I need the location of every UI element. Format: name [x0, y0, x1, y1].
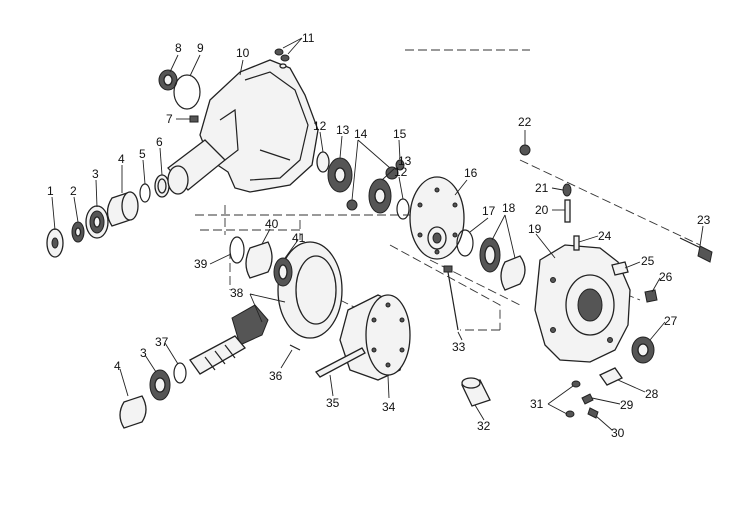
part-31-washers: [565, 380, 581, 418]
callout-25: 25: [641, 254, 655, 268]
part-3-bearing-cone-upper: [85, 205, 109, 239]
callout-35: 35: [326, 396, 340, 410]
callout-37: 37: [155, 335, 169, 349]
part-19-cover: [534, 244, 631, 363]
callout-21: 21: [535, 181, 549, 195]
callout-4: 4: [118, 152, 125, 166]
callout-41: 41: [292, 231, 306, 245]
part-27-gear: [631, 336, 655, 364]
part-22-cap: [519, 144, 531, 156]
callout-1: 1: [47, 184, 54, 198]
callout-12a: 12: [313, 119, 327, 133]
callout-36: 36: [269, 369, 283, 383]
callout-labels: 1 2 3 4 5 6 7 8 9 10 11 12 13 14 15 12 1…: [47, 31, 711, 440]
callout-14: 14: [354, 127, 368, 141]
callout-6: 6: [156, 135, 163, 149]
part-29-clip: [581, 393, 594, 405]
part-32-sleeve: [461, 377, 491, 407]
part-13-side-gear-upper: [327, 157, 353, 193]
part-8-gear: [158, 69, 178, 91]
callout-34: 34: [382, 400, 396, 414]
part-13-side-gear-lower: [368, 178, 392, 214]
callout-22: 22: [518, 115, 532, 129]
part-24-pin: [573, 235, 580, 251]
part-17-o-ring: [456, 229, 474, 257]
callout-19: 19: [528, 222, 542, 236]
part-28-lever: [599, 367, 623, 386]
callout-40: 40: [265, 217, 279, 231]
callout-12b: 12: [394, 165, 408, 179]
callout-9: 9: [197, 41, 204, 55]
part-21-spring: [562, 183, 572, 197]
callout-32: 32: [477, 419, 491, 433]
callout-10: 10: [236, 46, 250, 60]
part-20-pin: [564, 199, 571, 223]
callout-11: 11: [302, 31, 315, 45]
callout-13a: 13: [336, 123, 350, 137]
part-9-o-ring: [173, 74, 201, 110]
part-16-flange: [409, 176, 465, 260]
callout-24: 24: [598, 229, 612, 243]
callout-4b: 4: [114, 359, 121, 373]
callout-29: 29: [620, 398, 634, 412]
part-4-bearing-cup-upper: [106, 191, 139, 227]
part-11-bolts: [274, 48, 290, 69]
callout-26: 26: [659, 270, 673, 284]
part-36-roll-pin: [289, 344, 301, 351]
part-7-bolt: [189, 115, 199, 123]
part-26-bolt: [644, 289, 658, 303]
callout-5: 5: [139, 147, 146, 161]
callout-13b: 13: [398, 154, 412, 168]
part-35-shaft-pin: [314, 347, 366, 378]
callout-18: 18: [502, 201, 516, 215]
part-34-diff-case: [339, 294, 411, 381]
leader-lines: [51, 37, 704, 431]
part-23-long-bolt: [679, 237, 713, 263]
part-6-seal: [154, 174, 170, 198]
part-5-snap-ring: [139, 183, 151, 203]
callout-17: 17: [482, 204, 496, 218]
part-10-housing: [167, 59, 319, 195]
part-41-bearing-cone: [273, 257, 293, 287]
part-12-washer-lower: [396, 198, 410, 220]
part-33-bolt: [443, 265, 459, 331]
part-37-shim: [173, 362, 187, 384]
callout-30: 30: [611, 426, 625, 440]
part-25-bracket: [611, 261, 629, 276]
callout-15: 15: [393, 127, 407, 141]
part-30-screw: [587, 407, 599, 419]
callout-20: 20: [535, 203, 549, 217]
part-18-bearing: [479, 237, 526, 291]
part-2-nut: [71, 221, 85, 243]
callout-3: 3: [92, 167, 99, 181]
part-40-bearing-cup: [245, 241, 273, 279]
part-3-bearing-cone-lower: [149, 369, 171, 401]
part-14-pinion-mates: [346, 166, 399, 211]
callout-23: 23: [697, 213, 711, 227]
part-1-flange: [46, 228, 64, 258]
callout-31: 31: [530, 397, 544, 411]
callout-16: 16: [464, 166, 478, 180]
callout-38: 38: [230, 286, 244, 300]
callout-8: 8: [175, 41, 182, 55]
callout-2: 2: [70, 184, 77, 198]
part-4-bearing-cup-lower: [119, 395, 147, 429]
callout-3b: 3: [140, 346, 147, 360]
part-39-washer: [229, 236, 245, 264]
callout-7: 7: [166, 112, 173, 126]
part-12-washer-upper: [316, 151, 330, 173]
callout-33: 33: [452, 340, 466, 354]
callout-39: 39: [194, 257, 208, 271]
callout-27: 27: [664, 314, 678, 328]
callout-28: 28: [645, 387, 659, 401]
